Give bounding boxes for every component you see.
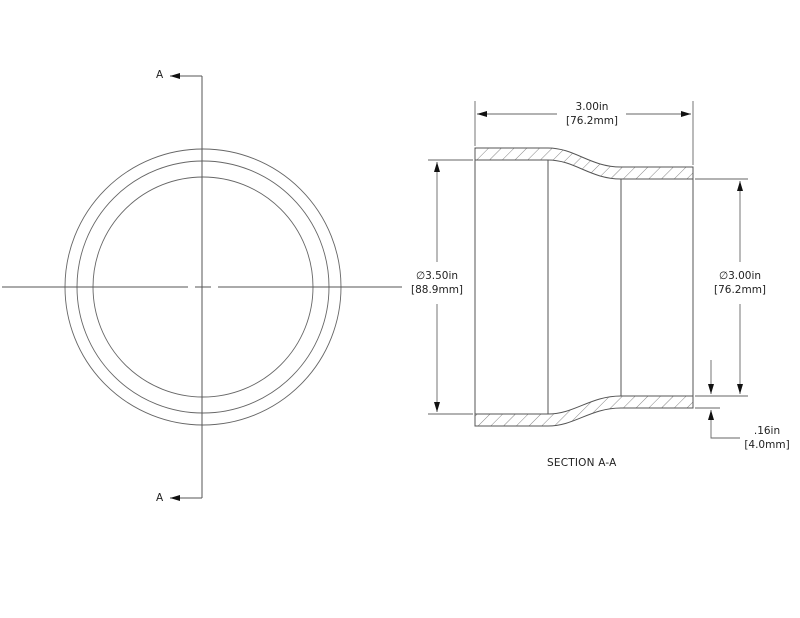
section-marker-bottom: A xyxy=(156,492,164,504)
section-marker-top: A xyxy=(156,69,164,81)
length-dimension: 3.00in [76.2mm] xyxy=(559,100,625,128)
wall-thickness-dimension: .16in [4.0mm] xyxy=(742,424,792,452)
bottom-wall-section xyxy=(474,395,694,427)
front-view xyxy=(2,73,402,501)
length-imperial: 3.00in xyxy=(575,101,609,113)
small-diameter-metric: [76.2mm] xyxy=(713,284,767,296)
large-diameter-dimension: ∅3.50in [88.9mm] xyxy=(405,269,469,297)
section-title: SECTION A-A xyxy=(547,457,617,469)
small-diameter-imperial: 3.00in xyxy=(728,270,762,282)
wall-thickness-imperial: .16in xyxy=(753,425,781,437)
diameter-symbol-icon: ∅ xyxy=(415,270,426,282)
large-diameter-imperial: 3.50in xyxy=(425,270,459,282)
length-metric: [76.2mm] xyxy=(565,115,619,127)
small-diameter-dimension: ∅3.00in [76.2mm] xyxy=(708,269,772,297)
large-diameter-metric: [88.9mm] xyxy=(410,284,464,296)
wall-leader xyxy=(710,437,740,439)
section-view xyxy=(428,101,748,439)
diameter-symbol-icon: ∅ xyxy=(718,270,729,282)
top-wall-section xyxy=(474,147,694,180)
wall-thickness-metric: [4.0mm] xyxy=(744,439,790,451)
